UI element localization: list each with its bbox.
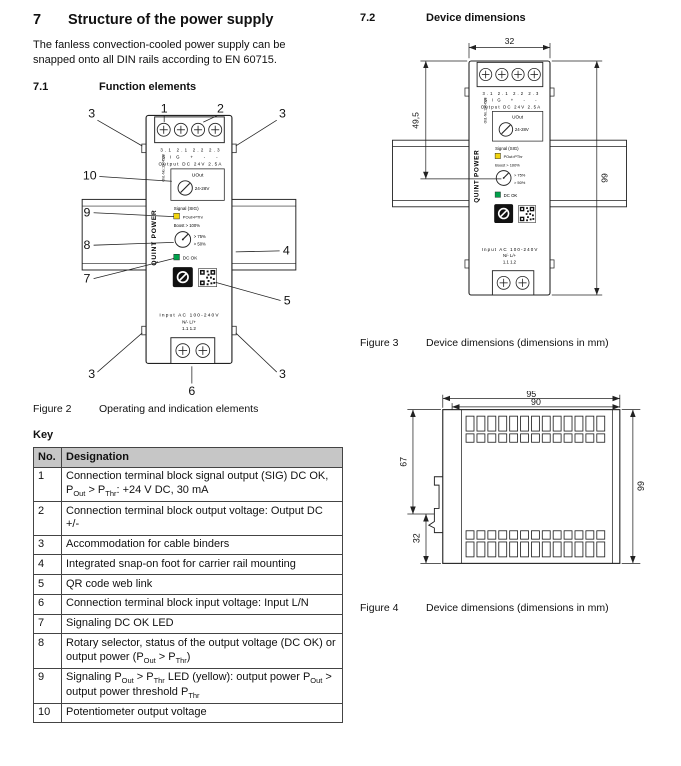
section-71-heading: 7.1 Function elements xyxy=(33,81,347,93)
callout-label: 6 xyxy=(188,384,195,397)
right-column: 7.2 Device dimensions 32 49,5 xyxy=(360,12,672,614)
callout-label: 5 xyxy=(284,293,291,307)
fig3-dimensions: 32 49,5 99 xyxy=(411,36,610,296)
key-row-number: 1 xyxy=(33,466,62,503)
section-number: 7.1 xyxy=(33,81,49,94)
key-header-designation: Designation xyxy=(61,447,343,468)
figure4-caption: Figure 4 Device dimensions (dimensions i… xyxy=(360,602,672,614)
fig2-callouts: 3 1 2 3 10 9 8 7 4 5 3 6 3 xyxy=(83,102,291,397)
key-header-no: No. xyxy=(33,447,62,468)
figure4-drawing: 95 90 67 32 99 xyxy=(398,391,646,564)
figure2-drawing: 3 1 2 3 10 9 8 7 4 5 3 6 3 xyxy=(81,102,297,397)
figure-label: Figure 4 xyxy=(360,602,399,614)
figure-label: Figure 2 xyxy=(33,403,72,416)
callout-label: 3 xyxy=(88,106,95,120)
key-row-number: 10 xyxy=(33,702,62,724)
key-row-number: 5 xyxy=(33,574,62,595)
key-row-designation: Signaling DC OK LED xyxy=(61,613,343,635)
callout-label: 1 xyxy=(161,102,168,116)
left-column: 7 Structure of the power supply The fanl… xyxy=(33,12,347,724)
key-heading: Key xyxy=(33,429,54,442)
dim-width: 32 xyxy=(505,36,515,46)
key-row-designation: Accommodation for cable binders xyxy=(61,534,343,556)
snap-on-foot xyxy=(427,476,443,534)
key-table-header-row: No. Designation xyxy=(33,447,343,468)
figure2-caption: Figure 2 Operating and indication elemen… xyxy=(33,403,347,415)
key-row-designation: Connection terminal block input voltage:… xyxy=(61,593,343,615)
key-row-designation: Connection terminal block output voltage… xyxy=(61,501,343,536)
section-title: Device dimensions xyxy=(426,12,526,24)
key-row-number: 7 xyxy=(33,613,62,635)
callout-label: 3 xyxy=(279,367,286,381)
figure-caption-text: Device dimensions (dimensions in mm) xyxy=(426,337,609,349)
callout-label: 10 xyxy=(83,168,97,182)
key-row-designation: Connection terminal block signal output … xyxy=(61,466,343,503)
key-row-designation: Signaling POut > PThr LED (yellow): outp… xyxy=(61,667,343,704)
section-number: 7.2 xyxy=(360,12,376,24)
figure-label: Figure 3 xyxy=(360,337,399,349)
dim-height-upper: 67 xyxy=(398,457,408,467)
callout-label: 8 xyxy=(83,238,90,252)
figure3-drawing: 32 49,5 99 xyxy=(392,36,627,296)
key-row-number: 3 xyxy=(33,534,62,556)
figure-caption-text: Device dimensions (dimensions in mm) xyxy=(426,602,609,614)
side-view-housing xyxy=(427,409,621,564)
key-row-designation: QR code web link xyxy=(61,574,343,595)
callout-label: 4 xyxy=(283,244,290,258)
key-row-number: 9 xyxy=(33,667,62,704)
key-row-designation: Rotary selector, status of the output vo… xyxy=(61,633,343,669)
figure-caption-text: Operating and indication elements xyxy=(99,403,259,416)
callout-label: 2 xyxy=(217,102,224,116)
section-7-heading: 7 Structure of the power supply xyxy=(33,12,347,28)
callout-label: 7 xyxy=(83,271,90,285)
key-row-number: 6 xyxy=(33,593,62,615)
dim-height-total: 99 xyxy=(636,481,646,491)
figure3-caption: Figure 3 Device dimensions (dimensions i… xyxy=(360,337,672,349)
intro-paragraph: The fanless convection-cooled power supp… xyxy=(33,39,286,66)
vent-slots-bottom-short xyxy=(465,530,606,540)
callout-label: 3 xyxy=(88,367,95,381)
vent-slots-bottom-tall xyxy=(465,541,606,558)
key-row-designation: Potentiometer output voltage xyxy=(61,702,343,724)
section-title: Function elements xyxy=(99,81,197,94)
key-row-number: 4 xyxy=(33,554,62,576)
section-number: 7 xyxy=(33,12,42,28)
callout-label: 3 xyxy=(279,106,286,120)
vent-slots-top-tall xyxy=(465,415,606,432)
dim-width-inner: 90 xyxy=(531,397,541,407)
dim-height-total: 99 xyxy=(600,173,610,183)
dim-height-lower: 32 xyxy=(411,533,421,543)
section-72-heading: 7.2 Device dimensions xyxy=(360,12,672,24)
vent-slots-top-short xyxy=(465,433,606,443)
section-title: Structure of the power supply xyxy=(68,12,274,28)
key-row-number: 2 xyxy=(33,501,62,536)
dim-width-outer: 95 xyxy=(526,391,536,399)
key-row-number: 8 xyxy=(33,633,62,669)
key-row-designation: Integrated snap-on foot for carrier rail… xyxy=(61,554,343,576)
fig4-dimensions: 95 90 67 32 99 xyxy=(398,391,646,564)
dim-height-partial: 49,5 xyxy=(411,112,421,129)
callout-label: 9 xyxy=(83,206,90,220)
